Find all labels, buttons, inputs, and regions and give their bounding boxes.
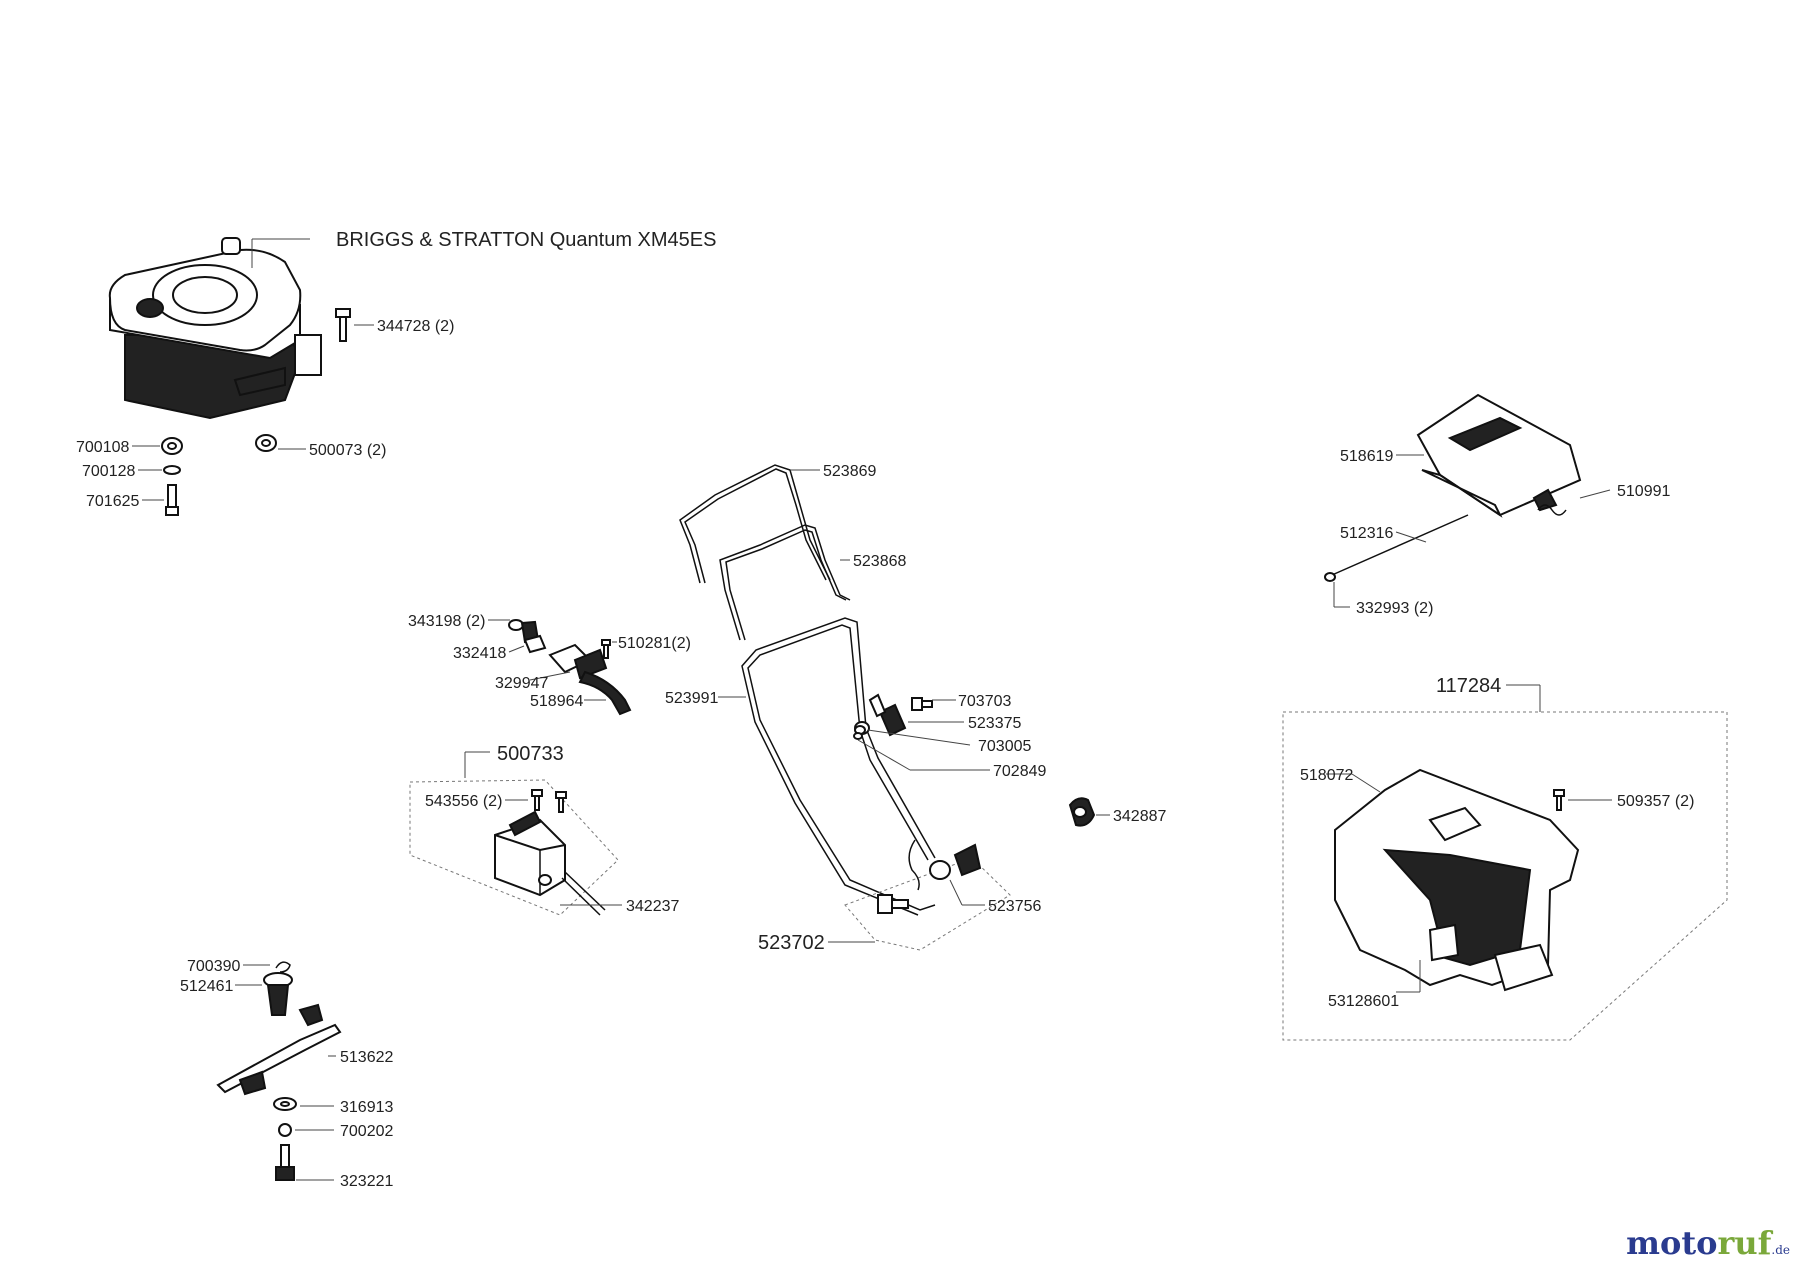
cable-hose-518964	[578, 670, 632, 716]
label-509357: 509357 (2)	[1617, 793, 1694, 810]
clip-700390	[275, 961, 291, 973]
screw-510281	[601, 639, 611, 659]
motoruf-logo: motoruf.de	[1626, 1224, 1790, 1262]
blade-513622	[216, 1003, 342, 1096]
label-701625: 701625	[86, 493, 139, 510]
label-332993: 332993 (2)	[1356, 600, 1433, 617]
logo-part2: ruf	[1717, 1224, 1772, 1262]
screws-543556	[531, 789, 567, 813]
lock-washer-700202	[278, 1123, 292, 1137]
lower-handle-523991	[741, 617, 936, 916]
label-500733: 500733	[497, 743, 564, 765]
label-316913: 316913	[340, 1099, 393, 1116]
label-702849: 702849	[993, 763, 1046, 780]
label-343198: 343198 (2)	[408, 613, 485, 630]
group-523702-outline	[844, 857, 1011, 951]
label-700390: 700390	[187, 958, 240, 975]
label-700128: 700128	[82, 463, 135, 480]
spring-510991	[1537, 504, 1567, 516]
label-500073: 500073 (2)	[309, 442, 386, 459]
label-344728: 344728 (2)	[377, 318, 454, 335]
label-510281: 510281(2)	[618, 635, 691, 652]
grass-bag-518072	[1334, 768, 1580, 992]
label-518619: 518619	[1340, 448, 1393, 465]
label-342887: 342887	[1113, 808, 1166, 825]
engine-model-title: BRIGGS & STRATTON Quantum XM45ES	[336, 229, 716, 251]
label-512316: 512316	[1340, 525, 1393, 542]
logo-suffix: .de	[1771, 1243, 1790, 1257]
washer-316913	[273, 1097, 297, 1111]
blade-adapter-512461	[263, 972, 293, 1016]
bolt-701625	[165, 484, 179, 516]
handle-bolt-523756	[877, 839, 982, 914]
nut-700108	[161, 437, 183, 455]
label-703703: 703703	[958, 693, 1011, 710]
middle-handle-523868	[719, 524, 851, 641]
label-518072: 518072	[1300, 767, 1353, 784]
label-510991: 510991	[1617, 483, 1670, 500]
label-523375: 523375	[968, 715, 1021, 732]
blade-bolt-323221	[275, 1144, 295, 1181]
lever-523375	[868, 693, 907, 737]
engine-drawing	[108, 237, 322, 420]
label-523702: 523702	[758, 932, 825, 954]
label-700202: 700202	[340, 1123, 393, 1140]
label-53128601: 53128601	[1328, 993, 1399, 1010]
upper-handle-523869	[679, 464, 831, 584]
nut-500073	[255, 434, 277, 452]
switch-box-329947	[548, 643, 608, 680]
clip-342887	[1068, 797, 1096, 827]
label-523869: 523869	[823, 463, 876, 480]
label-523991: 523991	[665, 690, 718, 707]
switch-342237	[494, 810, 606, 916]
washer-700128	[163, 465, 181, 475]
label-332418: 332418	[453, 645, 506, 662]
rear-flap-518619	[1416, 393, 1582, 518]
label-543556: 543556 (2)	[425, 793, 502, 810]
label-700108: 700108	[76, 439, 129, 456]
logo-part1: moto	[1626, 1224, 1718, 1262]
label-703005: 703005	[978, 738, 1031, 755]
washer-702849	[853, 732, 863, 740]
rod-512316	[1331, 514, 1469, 576]
group-500733-outline	[409, 779, 619, 916]
label-523756: 523756	[988, 898, 1041, 915]
label-329947: 329947	[495, 675, 548, 692]
label-518964: 518964	[530, 693, 583, 710]
label-512461: 512461	[180, 978, 233, 995]
screw-509357	[1553, 789, 1565, 811]
label-342237: 342237	[626, 898, 679, 915]
connector-332418	[523, 634, 547, 654]
label-323221: 323221	[340, 1173, 393, 1190]
label-117284: 117284	[1436, 675, 1501, 697]
bolt-703703	[911, 697, 933, 711]
group-117284-outline	[1282, 711, 1728, 1041]
label-523868: 523868	[853, 553, 906, 570]
bolt-344728	[335, 308, 351, 342]
label-513622: 513622	[340, 1049, 393, 1066]
cap-332993	[1324, 572, 1336, 582]
